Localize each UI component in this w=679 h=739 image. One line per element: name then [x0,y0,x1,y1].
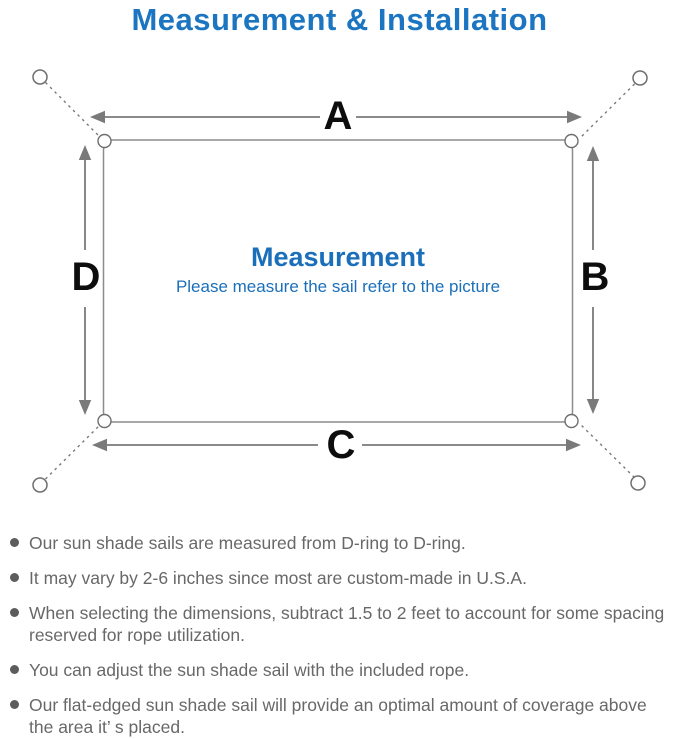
note-text: When selecting the dimensions, subtract … [29,603,665,645]
sail-diagram-canvas [32,69,648,493]
measurement-heading: Measurement [250,242,426,272]
anchor-ring-bottom-right-icon [630,475,646,491]
note-text: It may vary by 2-6 inches since most are… [29,568,527,588]
notes-list: Our sun shade sails are measured from D-… [10,532,674,738]
tether-line-bottom-left [45,423,102,480]
note-item: Our sun shade sails are measured from D-… [10,532,674,554]
note-item: When selecting the dimensions, subtract … [10,602,674,646]
d-ring-top-right-icon [564,133,579,149]
tether-line-top-right [579,83,635,139]
arrowhead-b-top-icon [586,146,600,161]
d-ring-bottom-left-icon [97,413,112,429]
arrowhead-c-left-icon [92,438,107,452]
tether-line-top-left [45,82,102,139]
anchor-ring-top-right-icon [632,70,648,86]
dim-label-c: C [326,423,356,467]
arrowhead-c-right-icon [566,438,581,452]
note-item: Our flat-edged sun shade sail will provi… [10,694,674,738]
page-title: Measurement & Installation [131,2,548,37]
dim-label-b: B [580,255,610,299]
arrowhead-a-right-icon [567,110,582,124]
tether-line-bottom-right [579,423,635,478]
note-text: You can adjust the sun shade sail with t… [29,660,470,680]
arrowhead-b-bottom-icon [586,399,600,414]
bullet-dot-icon [10,573,19,582]
note-item: It may vary by 2-6 inches since most are… [10,567,674,589]
arrowhead-d-top-icon [78,145,92,160]
d-ring-bottom-right-icon [564,413,579,429]
d-ring-top-left-icon [97,133,112,149]
bullet-dot-icon [10,665,19,674]
anchor-ring-bottom-left-icon [32,477,48,493]
sail-outline [102,139,574,423]
anchor-ring-top-left-icon [32,69,48,85]
bullet-dot-icon [10,538,19,547]
dim-label-d: D [71,255,101,299]
measurement-callout: Measurement Please measure the sail refe… [103,241,573,298]
dim-label-a: A [323,94,353,138]
arrowhead-d-bottom-icon [78,400,92,415]
measurement-subtitle: Please measure the sail refer to the pic… [175,277,501,296]
note-item: You can adjust the sun shade sail with t… [10,659,674,681]
bullet-dot-icon [10,700,19,709]
note-text: Our flat-edged sun shade sail will provi… [29,695,647,737]
sail-measurement-diagram: A B C D Measurement Please measure the s… [0,55,679,515]
arrowhead-a-left-icon [90,110,105,124]
bullet-dot-icon [10,608,19,617]
note-text: Our sun shade sails are measured from D-… [29,533,466,553]
